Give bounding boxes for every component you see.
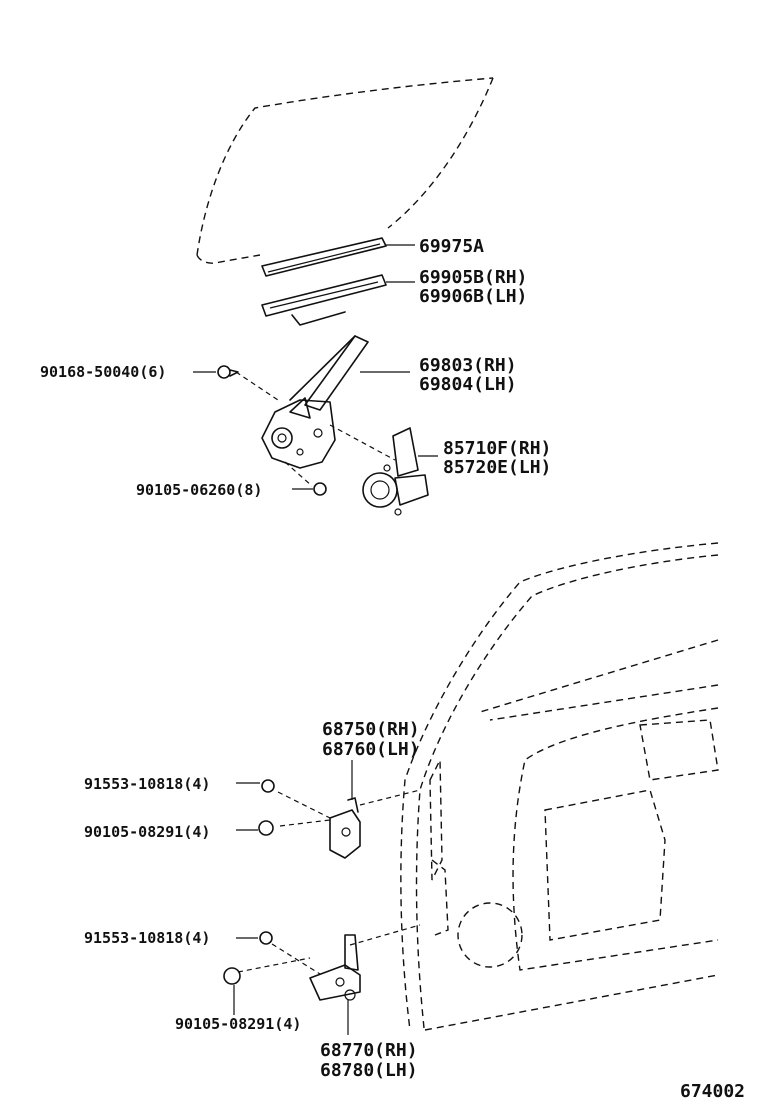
door-shell [400,542,719,1031]
lower-hinge-lh-label: 68780(LH) [320,1060,418,1081]
motor-rh-label: 85710F(RH) [443,438,551,459]
motor-lh-label: 85720E(LH) [443,457,551,478]
lower-hinge-bolt-dash [237,957,311,973]
motor-bolt-icon [313,482,327,496]
glass-channel-rh-label: 69905B(RH) [419,267,527,288]
lower-hinge-screw-dash [271,943,321,975]
upper-hinge-bolt-label: 90105-08291(4) [84,823,210,841]
motor-dash [329,424,396,461]
diagram-id: 674002 [680,1081,745,1102]
upper-hinge-part [329,797,361,859]
run-channel-part [261,237,387,277]
lower-hinge-bolt-label: 90105-08291(4) [175,1015,301,1033]
regulator-bolt-dash [235,371,279,401]
regulator-bolt-label: 90168-50040(6) [40,363,166,381]
upper-hinge-bolt-dash [279,819,331,827]
glass-channel-lh-label: 69906B(LH) [419,286,527,307]
upper-hinge-door-dash [359,789,421,806]
motor-bolt-dash [284,461,313,487]
upper-hinge-rh-label: 68750(RH) [322,719,420,740]
run-channel-label: 69975A [419,236,484,257]
regulator-rh-label: 69803(RH) [419,355,517,376]
glass-channel-part [261,274,387,326]
upper-hinge-bolt-icon [258,820,274,836]
upper-hinge-lh-label: 68760(LH) [322,739,420,760]
door-glass [196,77,494,264]
regulator-motor-part [362,427,429,516]
lower-hinge-door-dash [349,924,421,946]
regulator-lh-label: 69804(LH) [419,374,517,395]
window-regulator-part [261,335,369,469]
upper-hinge-screw-icon [261,779,275,793]
lower-hinge-rh-label: 68770(RH) [320,1040,418,1061]
motor-bolt-label: 90105-06260(8) [136,481,262,499]
lower-hinge-part [309,934,361,1001]
lower-hinge-screw-icon [259,931,273,945]
lower-hinge-bolt-icon [223,967,241,985]
upper-hinge-screw-label: 91553-10818(4) [84,775,210,793]
regulator-bolt-icon [217,365,239,379]
upper-hinge-screw-dash [277,791,331,819]
lower-hinge-screw-label: 91553-10818(4) [84,929,210,947]
